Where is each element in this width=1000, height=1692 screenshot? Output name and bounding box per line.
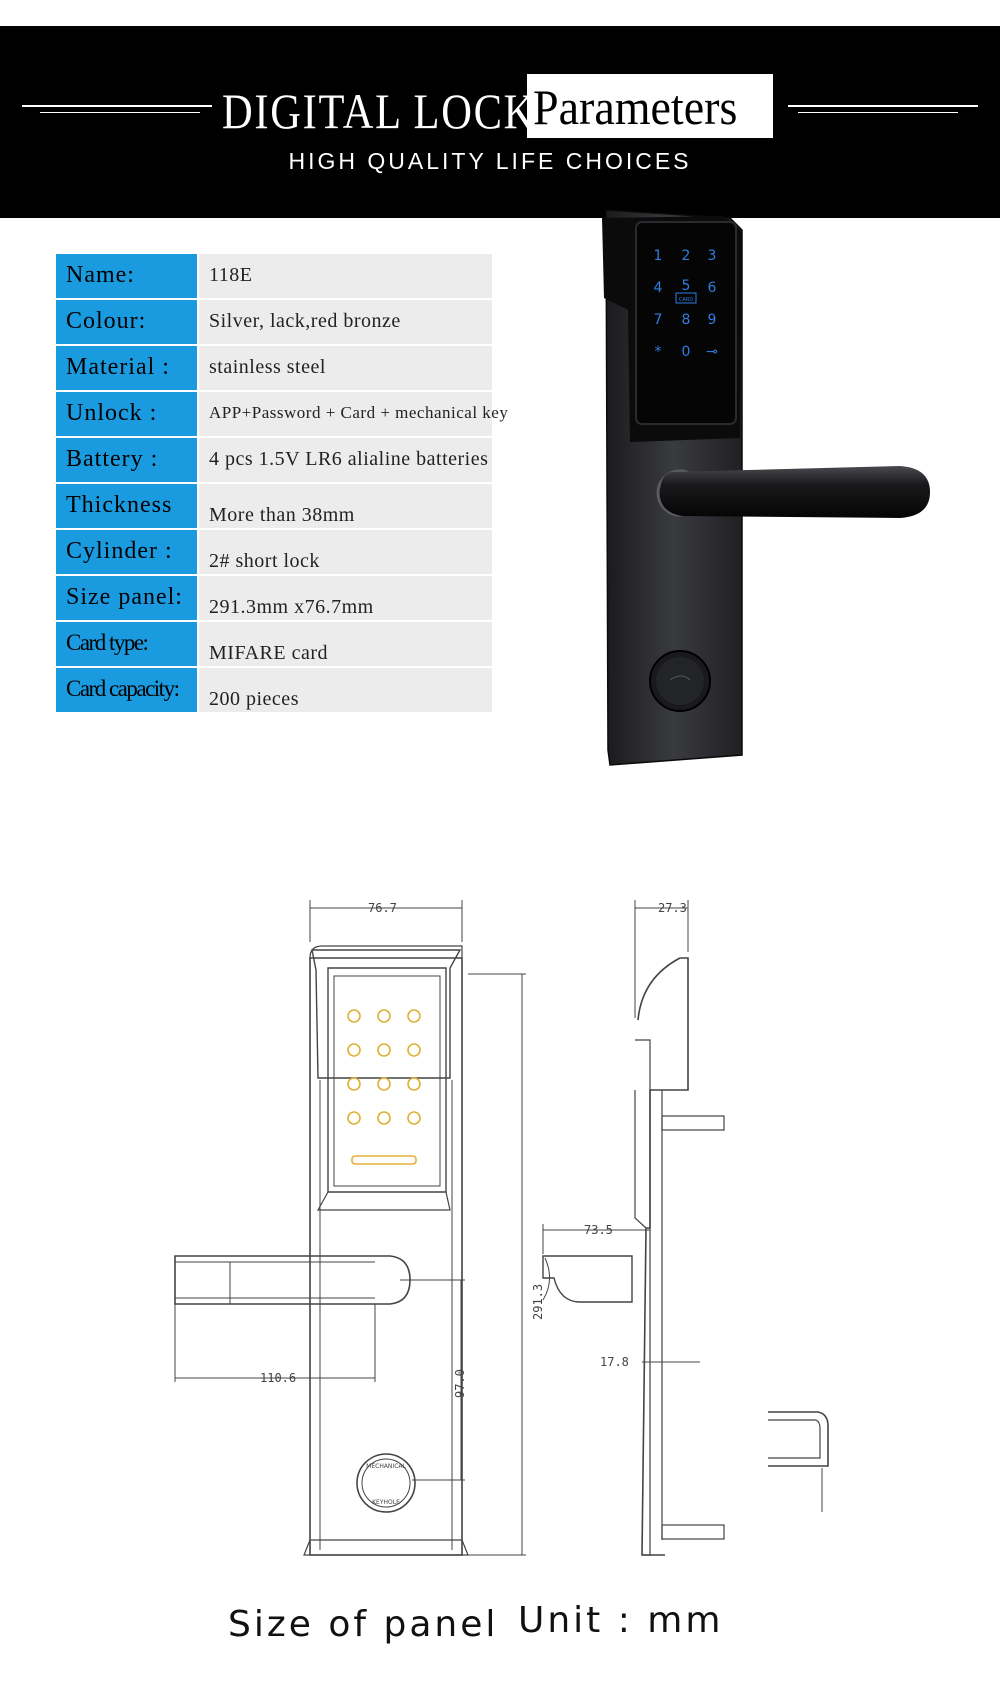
keyhole-top-label: MECHANICAL — [366, 1463, 406, 1470]
header-rule-right-thin — [798, 112, 958, 113]
card-reader-icon — [675, 292, 697, 304]
spec-label: Unlock : — [56, 392, 197, 436]
dim-gap-label: 17.8 — [600, 1355, 629, 1369]
spec-value: APP+Password + Card + mechanical key — [199, 392, 508, 436]
spec-value: 4 pcs 1.5V LR6 alialine batteries — [199, 438, 492, 482]
spec-value: 118E — [199, 254, 492, 298]
spec-table: Name: 118E Colour: Silver, lack,red bron… — [56, 254, 508, 714]
spec-row: Card capacity: 200 pieces — [56, 668, 492, 712]
keypad-key: * — [655, 344, 662, 360]
keypad-key: 8 — [682, 312, 691, 328]
dim-width-label: 76.7 — [368, 901, 397, 915]
keypad-key: 0 — [682, 344, 691, 360]
spec-label: Card type: — [56, 622, 197, 666]
dim-handle-to-keyhole-label: 97.0 — [453, 1369, 467, 1398]
spec-label: Card capacity: — [56, 668, 197, 712]
header-title-highlighted: Parameters — [533, 79, 738, 135]
spec-row: Size panel: 291.3mm x76.7mm — [56, 576, 492, 620]
keypad-key: 7 — [654, 312, 663, 328]
spec-value: More than 38mm — [199, 484, 492, 528]
spec-label: Name: — [56, 254, 197, 298]
dim-handle-length-label: 110.6 — [260, 1371, 296, 1385]
keypad-key: 5 — [682, 278, 691, 294]
header-rule-right — [788, 105, 978, 107]
keypad-key: 3 — [708, 248, 717, 264]
card-reader-label: CARD — [679, 297, 693, 303]
spec-value: 200 pieces — [199, 668, 492, 712]
header-rule-left — [22, 105, 212, 107]
keyhole-bottom-label: KEYHOLE — [372, 1499, 400, 1506]
spec-label: Thickness — [56, 484, 197, 528]
dim-height-label: 291.3 — [531, 1284, 545, 1320]
spec-row: Thickness More than 38mm — [56, 484, 492, 528]
header-banner: DIGITAL LOCK Parameters HIGH QUALITY LIF… — [0, 26, 1000, 218]
footer-caption: Size of panel — [228, 1604, 499, 1645]
spec-row: Card type: MIFARE card — [56, 622, 492, 666]
keypad-key: 2 — [682, 248, 691, 264]
spec-value: 291.3mm x76.7mm — [199, 576, 492, 620]
keypad-key: 4 — [654, 280, 663, 296]
dim-projection-label: 73.5 — [584, 1223, 613, 1237]
handle-lever — [660, 466, 930, 518]
spec-label: Battery : — [56, 438, 197, 482]
spec-label: Size panel: — [56, 576, 197, 620]
technical-drawing: 76.7 27.3 110.6 73.5 17.8 291.3 97.0 MEC… — [174, 900, 829, 1556]
spec-row: Unlock : APP+Password + Card + mechanica… — [56, 392, 508, 436]
keypad-key: 1 — [654, 248, 663, 264]
spec-row: Name: 118E — [56, 254, 492, 298]
lock-product-image: 1 2 3 4 5 6 7 8 9 * 0 ⊸ CARD — [602, 210, 930, 766]
spec-value: stainless steel — [199, 346, 492, 390]
header-subtitle: HIGH QUALITY LIFE CHOICES — [288, 148, 692, 174]
spec-label: Colour: — [56, 300, 197, 344]
drawing-keypad — [347, 1009, 421, 1165]
header-title-highlight — [527, 74, 773, 138]
header-title: DIGITAL LOCK — [222, 83, 537, 139]
header-rule-left-thin — [40, 112, 200, 113]
spec-value: MIFARE card — [199, 622, 492, 666]
keypad-key: 9 — [708, 312, 717, 328]
spec-value: 2# short lock — [199, 530, 492, 574]
spec-label: Material : — [56, 346, 197, 390]
keypad-key: 6 — [708, 280, 717, 296]
keypad-key: ⊸ — [706, 344, 718, 360]
spec-row: Material : stainless steel — [56, 346, 492, 390]
footer-unit: Unit : mm — [518, 1600, 724, 1641]
spec-label: Cylinder : — [56, 530, 197, 574]
spec-row: Colour: Silver, lack,red bronze — [56, 300, 492, 344]
spec-value: Silver, lack,red bronze — [199, 300, 492, 344]
dim-depth-label: 27.3 — [658, 901, 687, 915]
spec-row: Cylinder : 2# short lock — [56, 530, 492, 574]
spec-row: Battery : 4 pcs 1.5V LR6 alialine batter… — [56, 438, 492, 482]
